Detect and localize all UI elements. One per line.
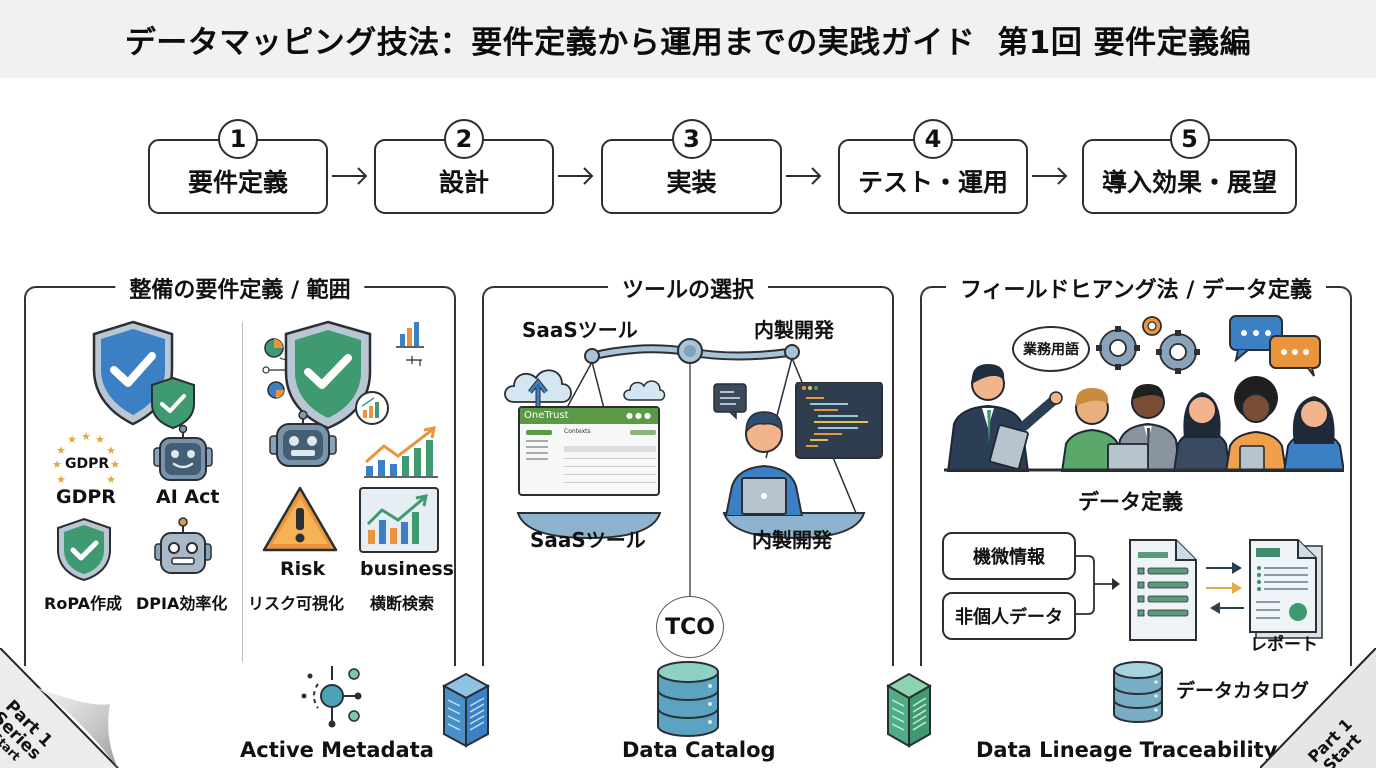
- cloud-upload-icon: [504, 369, 572, 410]
- step-number: 5: [1169, 119, 1210, 159]
- panel-title: ツールの選択: [607, 272, 769, 304]
- step-label: 要件定義: [187, 168, 288, 197]
- svg-text:★: ★: [56, 473, 66, 486]
- server-icon: [441, 672, 491, 748]
- arrow-right-icon: [332, 167, 368, 185]
- item-label: 横断検索: [370, 594, 435, 613]
- saas-app-name: OneTrust: [524, 410, 569, 421]
- developer-icon: [713, 382, 883, 516]
- cloud-icon: [623, 380, 666, 401]
- data-flow-diagram: [1076, 539, 1323, 641]
- title-sub: 第1回 要件定義編: [997, 24, 1252, 61]
- warning-icon: [262, 486, 338, 552]
- saas-app-page: Contexts: [564, 428, 591, 435]
- active-metadata-icon: [301, 666, 362, 728]
- database-icon: [657, 661, 719, 737]
- input-non-personal-data: 非個人データ: [942, 592, 1076, 640]
- svg-text:★: ★: [95, 433, 105, 446]
- header-band: データマッピング技法：要件定義から運用までの実践ガイド第1回 要件定義編: [0, 0, 1376, 78]
- shield-check-icon: [57, 517, 111, 582]
- footer-label-active-metadata: Active Metadata: [240, 738, 434, 762]
- panel-field-hearing: フィールドヒアング法 / データ定義 業務用語: [920, 272, 1352, 666]
- divider: [242, 322, 243, 662]
- gdpr-badge-text: GDPR: [65, 456, 110, 472]
- data-definition-title: データ定義: [1078, 490, 1183, 514]
- panel-tool-selection: ツールの選択 SaaSツール 内製開発 OneTrust ●●●: [482, 272, 894, 666]
- footer-label-data-catalog: Data Catalog: [622, 738, 776, 762]
- team-meeting-illustration: [944, 364, 1344, 472]
- robot-icon: [269, 410, 337, 467]
- saas-app-window: OneTrust ●●● Contexts: [518, 406, 660, 496]
- saas-heading: SaaSツール: [522, 318, 638, 342]
- window-dots-icon: ●●●: [626, 411, 653, 420]
- eu-stars-icon: ★★★ ★★ ★★ ★★: [52, 430, 120, 486]
- report-label: レポート: [1250, 635, 1318, 655]
- title-main: データマッピング技法：要件定義から運用までの実践ガイド: [124, 24, 976, 61]
- item-label: DPIA効率化: [136, 594, 228, 613]
- step-number: 1: [218, 119, 258, 159]
- step-label: 導入効果・展望: [1101, 168, 1277, 197]
- step-label: 実装: [666, 168, 717, 197]
- svg-text:★: ★: [106, 444, 116, 457]
- robot-icon: [154, 517, 212, 574]
- report-tag: consent: [1106, 532, 1126, 538]
- item-label-en: Risk: [280, 558, 326, 580]
- step-4: 4 テスト・運用: [838, 119, 1028, 214]
- server-icon: [885, 672, 933, 748]
- step-number: 3: [671, 119, 712, 159]
- step-number: 4: [913, 119, 953, 159]
- saas-caption: SaaSツール: [530, 528, 646, 552]
- step-5: 5 導入効果・展望: [1082, 119, 1297, 214]
- footer-label-data-lineage: Data Lineage Traceability: [976, 738, 1278, 762]
- saas-app-titlebar: OneTrust ●●●: [520, 408, 658, 424]
- page-title: データマッピング技法：要件定義から運用までの実践ガイド第1回 要件定義編: [125, 17, 1251, 62]
- step-1: 1 要件定義: [148, 119, 328, 214]
- shield-analytics-icon: [262, 320, 424, 430]
- step-2: 2 設計: [374, 119, 554, 214]
- speech-bubble: 業務用語: [1012, 326, 1090, 372]
- svg-text:★: ★: [106, 473, 116, 486]
- item-label-en: business: [360, 558, 454, 580]
- step-3: 3 実装: [601, 119, 782, 214]
- arrow-right-icon: [1032, 167, 1068, 185]
- arrow-right-icon: [558, 167, 594, 185]
- chart-icon: [359, 487, 439, 553]
- chat-bubbles-icon: [1229, 315, 1321, 377]
- step-label: 設計: [438, 168, 489, 197]
- item-label: RoPA作成: [44, 594, 122, 613]
- inhouse-caption: 内製開発: [752, 528, 832, 552]
- item-label: GDPR: [56, 486, 116, 508]
- step-number: 2: [444, 119, 484, 159]
- robot-smile-icon: [153, 424, 213, 481]
- trend-chart-icon: [364, 426, 438, 478]
- svg-text:★: ★: [110, 458, 120, 471]
- page-curl-corner-left: [0, 648, 119, 768]
- input-sensitive-data: 機微情報: [942, 532, 1076, 580]
- corner-ribbon-right: [1260, 648, 1376, 768]
- item-label: AI Act: [156, 486, 220, 508]
- tco-badge: TCO: [656, 596, 724, 658]
- panel-title: 整備の要件定義 / 範囲: [115, 272, 365, 304]
- svg-text:★: ★: [52, 458, 62, 471]
- svg-text:★: ★: [67, 433, 77, 446]
- arrow-right-icon: [786, 167, 822, 185]
- svg-text:★: ★: [81, 430, 91, 443]
- item-label: リスク可視化: [248, 594, 345, 613]
- panel-requirements: 整備の要件定義 / 範囲 ★★★ ★★ ★★ ★★ GDPR GDPR AI A…: [24, 272, 456, 666]
- gears-icon: [1096, 316, 1200, 374]
- data-catalog-label: データカタログ: [1176, 680, 1310, 702]
- data-catalog-icon: [1113, 661, 1163, 723]
- panel-title: フィールドヒアング法 / データ定義: [945, 272, 1327, 304]
- inhouse-heading: 内製開発: [754, 318, 834, 342]
- svg-text:★: ★: [56, 444, 66, 457]
- step-label: テスト・運用: [857, 168, 1008, 197]
- shield-check-icon: [92, 320, 195, 430]
